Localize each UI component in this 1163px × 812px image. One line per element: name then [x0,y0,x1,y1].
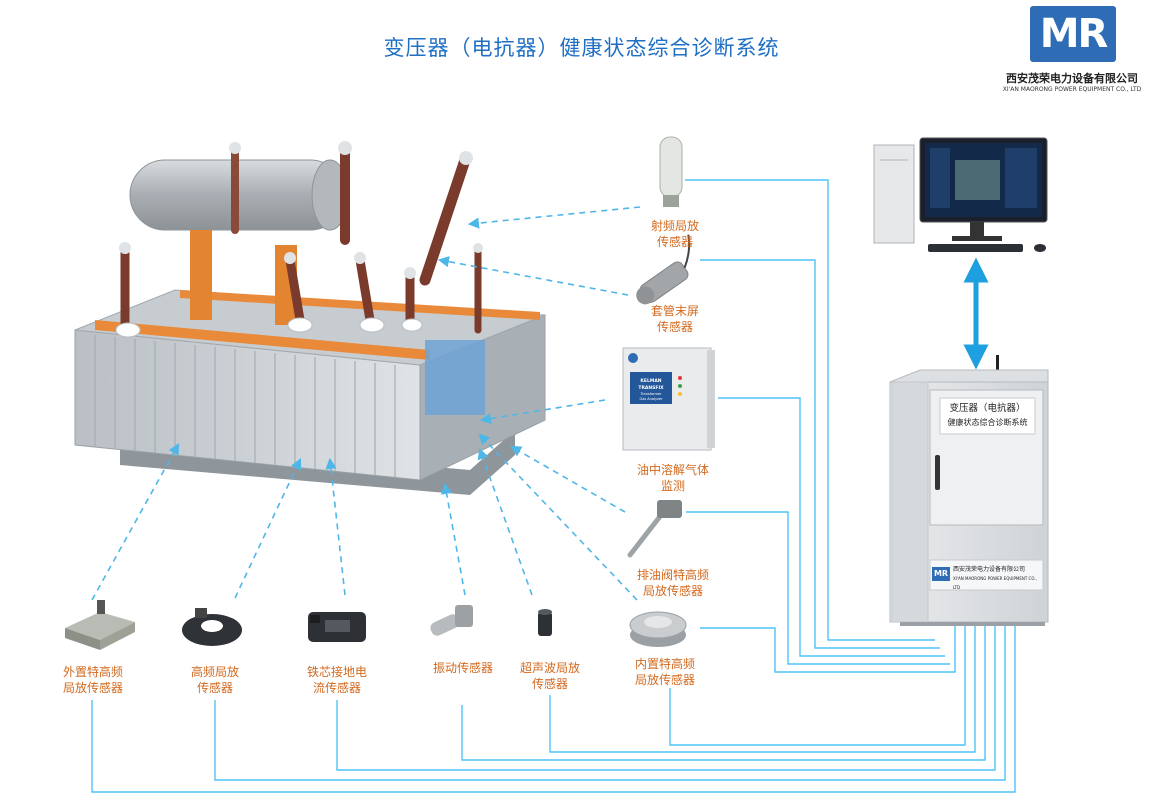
company-name-cn: 西安茂荣电力设备有限公司 [1006,72,1138,85]
computer-workstation [873,137,1048,252]
rf-sensor-icon [659,136,683,207]
signal-cables [91,179,1016,793]
label-dga: 油中溶解气体监测 [636,463,709,493]
label-hf-sensor: 高频局放传感器 [190,665,239,695]
transformer-illustration [74,141,546,495]
label-drain-valve-sensor: 排油阀特高频局放传感器 [636,568,709,598]
cabinet-nameplate: 变压器（电抗器）健康状态综合诊断系统 [947,403,1028,427]
dga-line2: Gas Analyzer [639,397,663,401]
external-uhf-sensor-icon [65,600,135,650]
sensor-dashed-links [91,206,641,601]
label-builtin-uhf-sensor: 内置特高频局放传感器 [634,657,695,687]
control-cabinet [889,355,1049,626]
page-title: 变压器（电抗器）健康状态综合诊断系统 [383,36,780,60]
ultrasonic-sensor-icon [538,609,552,636]
hf-sensor-icon [182,608,242,646]
label-external-uhf-sensor: 外置特高频局放传感器 [62,665,123,695]
label-ultrasonic-sensor: 超声波局放传感器 [519,661,580,691]
label-core-ground-sensor: 铁芯接地电流传感器 [306,665,367,695]
core-ground-sensor-icon [308,612,366,642]
company-logo: MR [1030,6,1116,62]
label-bushing-sensor: 套管末屏传感器 [650,304,699,334]
drain-valve-sensor-icon [627,500,682,558]
dga-brand: KELMAN [640,378,661,384]
label-vibration-sensor: 振动传感器 [432,661,493,675]
bushing-sensor-icon [636,234,691,305]
label-rf-sensor: 射频局放传感器 [650,219,699,249]
cabinet-company: 西安茂荣电力设备有限公司 XI'AN MAORONG POWER EQUIPME… [953,566,1037,590]
builtin-uhf-sensor-icon [629,611,687,647]
vibration-sensor-icon [430,605,473,636]
dga-line1: Transformer [639,392,662,396]
cabinet-logo: MR [933,569,949,578]
company-name-en: XI'AN MAORONG POWER EQUIPMENT CO., LTD [1002,86,1142,93]
dga-analyzer-icon: KELMAN TRANSFIX Transformer Gas Analyzer [622,347,715,451]
dga-model: TRANSFIX [638,385,664,391]
